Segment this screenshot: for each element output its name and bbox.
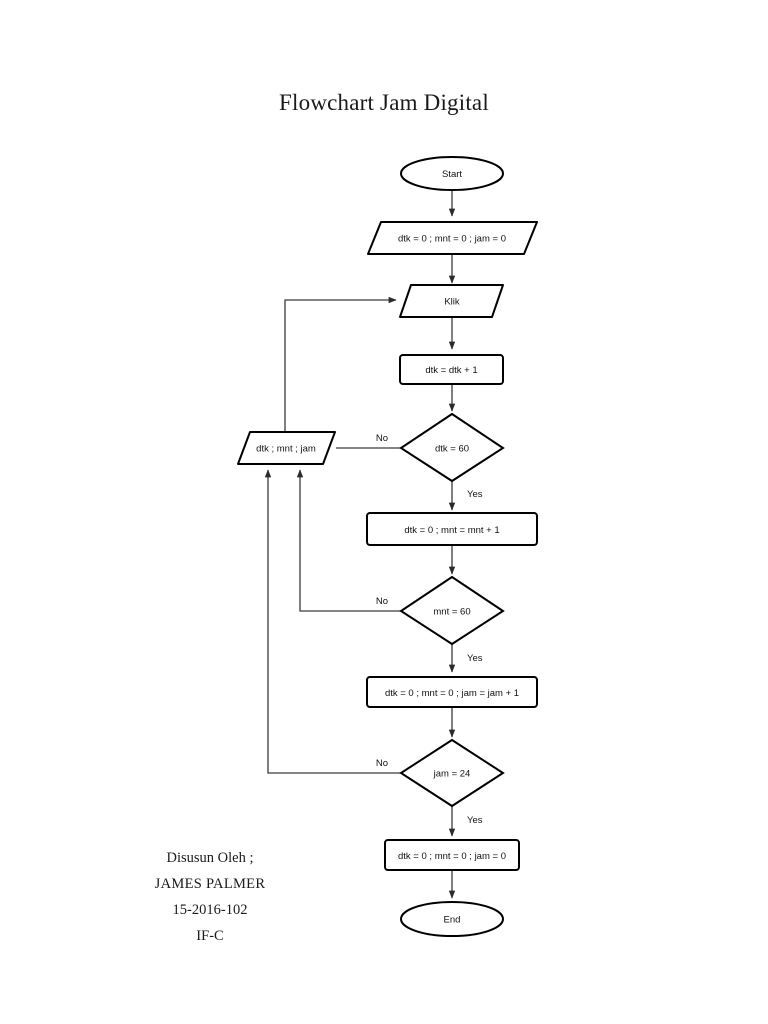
student-id: 15-2016-102 — [172, 902, 248, 918]
node-decision-mnt60[interactable]: mnt = 60 — [399, 575, 505, 646]
node-klik-label: Klik — [444, 297, 460, 308]
flow-edges — [264, 190, 456, 899]
edge-label-dtk60-yes: Yes — [467, 489, 483, 500]
node-decision-dtk60-label: dtk = 60 — [435, 444, 469, 455]
author-block: Disusun Oleh ; JAMES PALMER 15-2016-102 … — [120, 845, 300, 949]
node-decision-jam24[interactable]: jam = 24 — [399, 738, 505, 808]
decision-shape — [399, 412, 505, 483]
class-label: IF-C — [196, 928, 224, 944]
node-reset-dtk-label: dtk = 0 ; mnt = mnt + 1 — [404, 525, 499, 536]
prepared-by-label: Disusun Oleh ; — [166, 850, 254, 866]
edge-mnt60-no-to-output — [296, 469, 401, 612]
node-reset-all[interactable]: dtk = 0 ; mnt = 0 ; jam = 0 — [384, 839, 520, 871]
node-reset-mnt-label: dtk = 0 ; mnt = 0 ; jam = jam + 1 — [385, 688, 519, 699]
decision-shape — [399, 575, 505, 646]
edge-label-mnt60-yes: Yes — [467, 653, 483, 664]
process-shape — [399, 354, 504, 385]
node-output-display[interactable]: dtk ; mnt ; jam — [237, 431, 336, 465]
node-klik[interactable]: Klik — [399, 284, 504, 318]
node-increment-dtk[interactable]: dtk = dtk + 1 — [399, 354, 504, 385]
edge-label-dtk60-no: No — [376, 433, 388, 444]
process-shape — [366, 676, 538, 708]
node-init[interactable]: dtk = 0 ; mnt = 0 ; jam = 0 — [367, 221, 538, 255]
node-reset-dtk[interactable]: dtk = 0 ; mnt = mnt + 1 — [366, 512, 538, 546]
node-start[interactable]: Start — [400, 156, 504, 191]
edge-label-jam24-yes: Yes — [467, 815, 483, 826]
node-end[interactable]: End — [400, 901, 504, 937]
edge-output-to-klik — [284, 296, 397, 432]
input-output-shape — [237, 431, 336, 465]
flow-edge-labels: No Yes No Yes No Yes — [376, 433, 483, 826]
node-start-label: Start — [442, 169, 462, 180]
author-name: JAMES PALMER — [154, 876, 266, 892]
node-reset-mnt[interactable]: dtk = 0 ; mnt = 0 ; jam = jam + 1 — [366, 676, 538, 708]
terminator-shape — [400, 156, 504, 191]
node-init-label: dtk = 0 ; mnt = 0 ; jam = 0 — [398, 234, 506, 245]
node-decision-dtk60[interactable]: dtk = 60 — [399, 412, 505, 483]
terminator-shape — [400, 901, 504, 937]
decision-shape — [399, 738, 505, 808]
edge-jam24-no-to-output — [264, 469, 401, 774]
node-reset-all-label: dtk = 0 ; mnt = 0 ; jam = 0 — [398, 851, 506, 862]
process-shape — [384, 839, 520, 871]
node-decision-jam24-label: jam = 24 — [433, 769, 471, 780]
node-decision-mnt60-label: mnt = 60 — [433, 607, 470, 618]
node-increment-dtk-label: dtk = dtk + 1 — [425, 365, 477, 376]
edge-label-jam24-no: No — [376, 758, 388, 769]
edge-label-mnt60-no: No — [376, 596, 388, 607]
process-shape — [366, 512, 538, 546]
input-output-shape — [399, 284, 504, 318]
input-output-shape — [367, 221, 538, 255]
page-title: Flowchart Jam Digital — [279, 90, 489, 115]
node-end-label: End — [444, 915, 461, 926]
node-output-display-label: dtk ; mnt ; jam — [256, 444, 316, 455]
